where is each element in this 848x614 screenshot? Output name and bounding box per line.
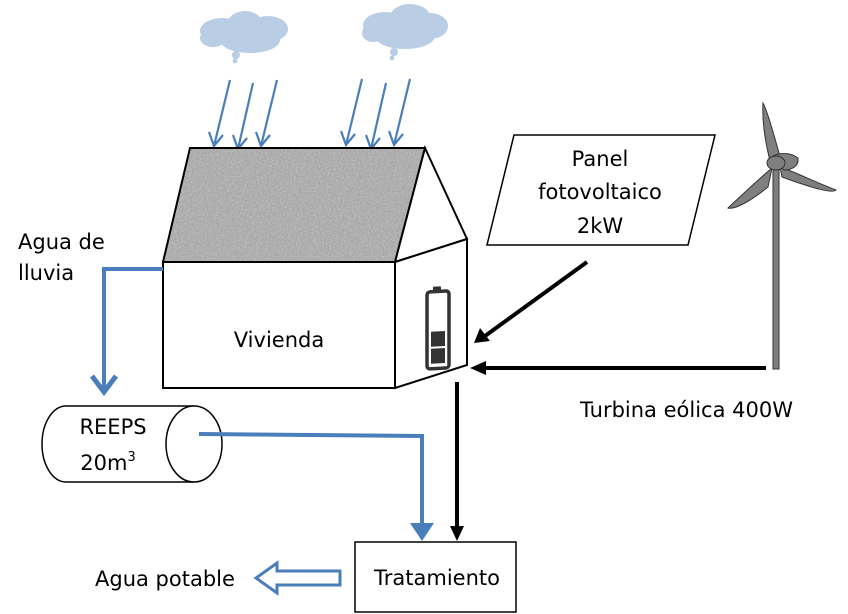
wind-turbine-icon: [727, 101, 837, 370]
potable-water-arrow: [253, 560, 342, 596]
tank-label-line2: 20m3: [80, 450, 135, 475]
house: Vivienda: [161, 145, 469, 390]
rain-arrows: [207, 78, 412, 152]
battery-icon: [425, 286, 451, 371]
panel-to-battery-arrow: [474, 260, 589, 343]
rain-arrow-icon: [207, 79, 232, 149]
cloud-icon-right: [362, 4, 448, 61]
rain-arrow-icon: [231, 82, 255, 152]
rain-arrow-icon: [364, 82, 388, 152]
tank-to-treatment-pipe: [198, 432, 434, 541]
rain-label-line2: lluvia: [18, 261, 74, 285]
solar-panel: Panel fotovoltaico 2kW: [486, 134, 716, 246]
turbine-to-battery-arrow: [470, 361, 766, 375]
turbine-label: Turbina eólica 400W: [579, 398, 793, 422]
panel-label-line3: 2kW: [577, 214, 624, 238]
treatment-box: [354, 541, 517, 613]
rain-label-line1: Agua de: [18, 230, 105, 254]
rain-arrow-icon: [254, 79, 279, 149]
potable-water-label: Agua potable: [95, 567, 235, 591]
house-front-wall: [162, 261, 396, 389]
treatment-label: Tratamiento: [373, 566, 500, 590]
rain-pipe: [90, 267, 163, 397]
panel-label-line1: Panel: [572, 147, 629, 171]
rain-arrow-icon: [387, 78, 412, 148]
rain-arrow-icon: [339, 78, 364, 148]
reeps-tank: REEPS 20m3: [41, 405, 223, 483]
cloud-icon-left: [200, 11, 288, 64]
house-side-wall: [394, 237, 468, 390]
house-roof: [161, 147, 427, 263]
tank-label-line1: REEPS: [79, 415, 146, 439]
panel-label-line2: fotovoltaico: [538, 180, 662, 204]
house-label: Vivienda: [234, 328, 324, 352]
power-to-treatment-arrow: [450, 382, 464, 541]
